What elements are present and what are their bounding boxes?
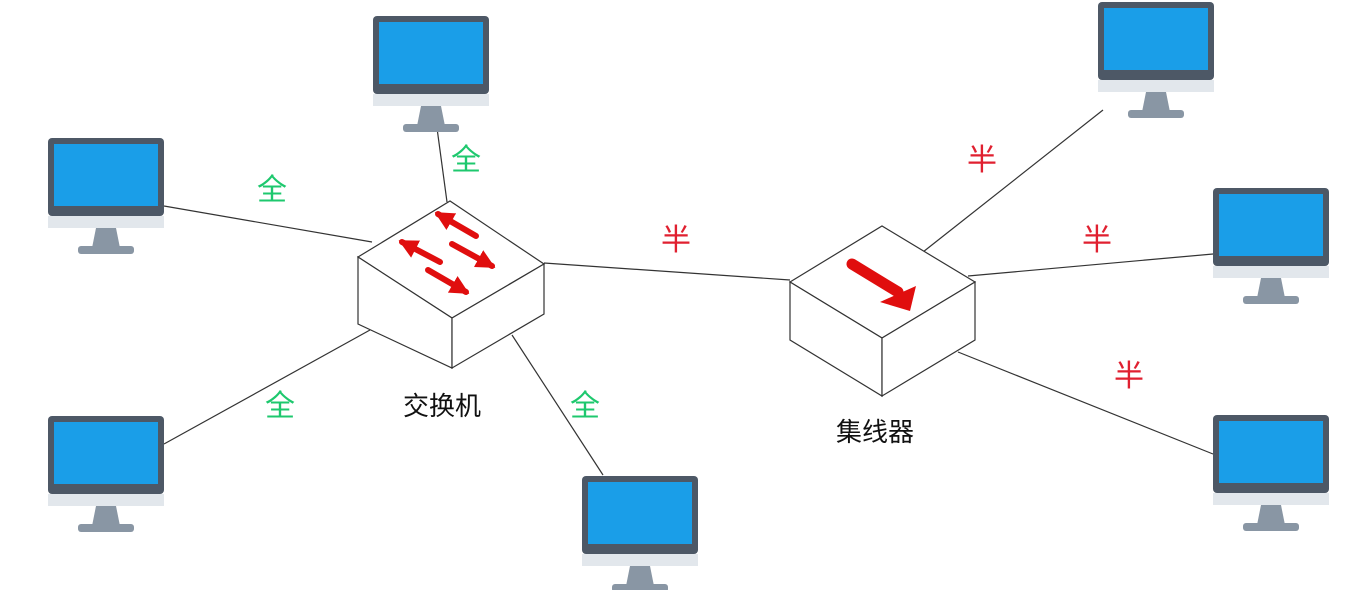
link-hub-bottom-right-pc <box>957 351 1214 455</box>
link-label-switch-left-lower: 全 <box>265 389 295 424</box>
link-label-hub-bottom-right: 半 <box>1114 359 1144 394</box>
link-switch-left-upper-pc <box>163 205 373 243</box>
link-label-switch-hub: 半 <box>661 223 691 258</box>
link-switch-hub <box>543 262 791 281</box>
hub-icon[interactable] <box>788 225 977 398</box>
link-switch-bottom-pc <box>511 334 604 476</box>
switch-icon[interactable] <box>356 200 546 370</box>
computer-monitor-icon[interactable] <box>48 138 164 254</box>
switch-label: 交换机 <box>403 392 482 422</box>
hub-label: 集线器 <box>836 418 915 448</box>
link-label-hub-top-right: 半 <box>967 143 997 178</box>
computer-monitor-icon[interactable] <box>582 476 698 592</box>
link-label-switch-top: 全 <box>451 143 481 178</box>
link-hub-top-right-pc <box>922 109 1104 253</box>
computer-monitor-icon[interactable] <box>48 416 164 532</box>
link-hub-mid-right-pc <box>967 253 1214 277</box>
link-label-switch-bottom: 全 <box>570 389 600 424</box>
computer-monitor-icon[interactable] <box>1213 415 1329 531</box>
link-label-hub-mid-right: 半 <box>1082 223 1112 258</box>
computer-monitor-icon[interactable] <box>1098 2 1214 118</box>
connections <box>163 109 1214 476</box>
link-switch-left-lower-pc <box>163 329 371 445</box>
computer-monitor-icon[interactable] <box>373 16 489 132</box>
computer-monitor-icon[interactable] <box>1213 188 1329 304</box>
link-label-switch-left-upper: 全 <box>257 173 287 208</box>
link-switch-top-pc <box>436 127 448 203</box>
